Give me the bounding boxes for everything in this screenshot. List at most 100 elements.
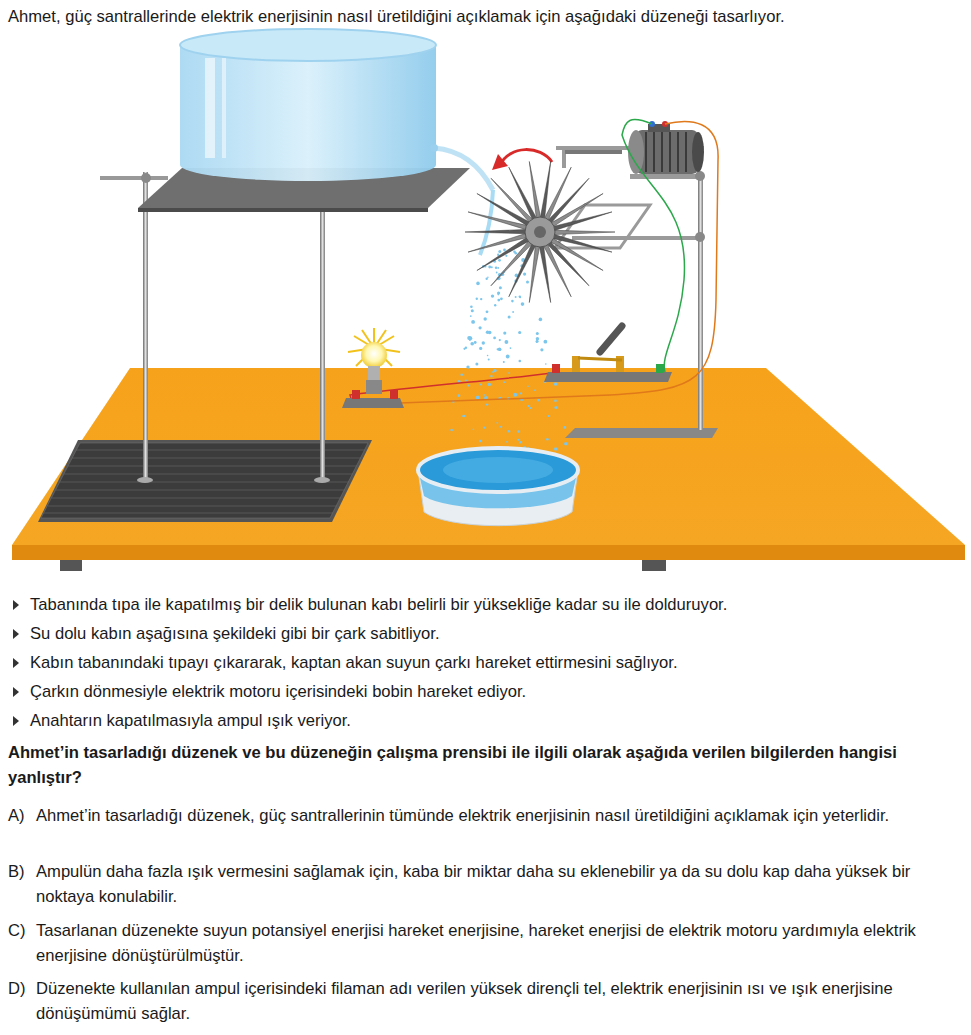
water-drop <box>513 393 517 397</box>
water-drop <box>491 294 494 297</box>
water-drop <box>467 384 469 386</box>
water-drop <box>534 389 536 391</box>
water-drop <box>503 361 505 363</box>
water-drop <box>488 383 491 386</box>
table <box>12 368 965 571</box>
water-drop <box>554 400 557 403</box>
water-drop <box>488 358 490 360</box>
step-text: Anahtarın kapatılmasıyla ampul ışık veri… <box>30 708 965 733</box>
water-drop <box>503 249 506 252</box>
step-text: Çarkın dönmesiyle elektrik motoru içeris… <box>30 679 965 704</box>
step-text: Su dolu kabın aşağısına şekildeki gibi b… <box>30 621 965 646</box>
wheel-blade <box>552 234 612 252</box>
water-drop <box>498 294 500 296</box>
water-drop <box>490 375 492 377</box>
wheel-hub <box>525 217 555 247</box>
water-drop <box>497 299 500 302</box>
water-drop <box>486 403 488 405</box>
water-drop <box>554 406 557 409</box>
water-drop <box>498 259 501 262</box>
step-text: Kabın tabanındaki tıpayı çıkararak, kapt… <box>30 650 965 675</box>
water-drop <box>519 295 521 297</box>
water-drop <box>519 441 521 443</box>
water-drop <box>519 296 521 298</box>
water-drop <box>527 386 529 388</box>
water-drop <box>506 441 508 443</box>
water-drop <box>483 394 485 396</box>
water-drop <box>528 405 530 407</box>
wheel-blade <box>468 233 527 252</box>
wheel-blade <box>465 229 526 233</box>
wires <box>350 120 718 403</box>
water-drop <box>508 316 511 319</box>
water-drop <box>488 331 492 335</box>
water-drop <box>493 337 496 340</box>
water-drop <box>564 426 567 429</box>
water-drop <box>492 371 494 373</box>
water-drop <box>476 282 480 286</box>
option-letter: B) <box>8 859 36 884</box>
water-drop <box>466 365 469 368</box>
water-drop <box>482 341 485 344</box>
water-drop <box>511 300 514 303</box>
water-drop <box>520 392 522 394</box>
water-drop <box>517 439 519 441</box>
water-drop <box>540 348 543 351</box>
water-drop <box>495 266 498 269</box>
water-drop <box>529 407 531 409</box>
water-basin <box>418 448 578 526</box>
water-drop <box>510 347 512 349</box>
water-drop <box>500 297 503 300</box>
option-letter: A) <box>8 803 36 828</box>
water-drop <box>463 415 465 417</box>
water-drop <box>526 280 529 283</box>
water-drop <box>496 272 498 274</box>
water-drop <box>536 332 539 335</box>
water-drop <box>479 347 482 350</box>
bullet-markers <box>13 600 19 726</box>
wheel-blade <box>554 230 615 234</box>
water-drop <box>499 286 502 289</box>
water-drop <box>476 396 480 400</box>
left-stand <box>100 168 470 483</box>
water-drop <box>480 298 482 300</box>
step-text: Tabanında tıpa ile kapatılmış bir delik … <box>30 592 965 617</box>
water-drop <box>486 310 489 313</box>
option-text: Düzenekte kullanılan ampul içerisindeki … <box>36 976 966 1026</box>
water-drop <box>467 336 471 340</box>
water-drop <box>483 427 485 429</box>
water-drop <box>508 430 511 433</box>
water-drop <box>512 311 514 313</box>
water-drop <box>536 337 539 340</box>
water-drop <box>479 440 482 443</box>
water-drop <box>505 340 509 344</box>
water-drop <box>497 291 500 294</box>
water-drop <box>470 315 472 317</box>
water-drop <box>458 394 461 397</box>
water-drop <box>493 369 496 372</box>
water-wheel <box>465 162 615 303</box>
water-drop <box>554 382 558 386</box>
wheel-blade <box>509 167 537 220</box>
water-drop <box>473 429 475 431</box>
wheel-axle <box>534 226 546 238</box>
wheel-blade <box>529 162 540 219</box>
electric-motor <box>565 121 704 174</box>
water-drop <box>505 255 507 257</box>
option-text: Ampulün daha fazla ışık vermesini sağlam… <box>36 859 966 909</box>
water-drop <box>471 320 475 324</box>
water-drop <box>506 355 510 359</box>
water-drop <box>523 273 526 276</box>
water-drop <box>544 340 548 344</box>
water-drop <box>521 302 525 306</box>
question-text: Ahmet’in tasarladığı düzenek ve bu düzen… <box>8 740 966 790</box>
water-drop <box>518 331 521 334</box>
water-drop <box>450 429 453 432</box>
water-drop <box>460 374 463 377</box>
option-text: Ahmet’in tasarladığı düzenek, güç santra… <box>36 803 966 828</box>
water-drop <box>480 383 482 385</box>
water-drop <box>484 317 487 320</box>
water-drop <box>548 415 550 417</box>
arrow-head <box>492 154 508 170</box>
water-drop <box>471 309 474 312</box>
